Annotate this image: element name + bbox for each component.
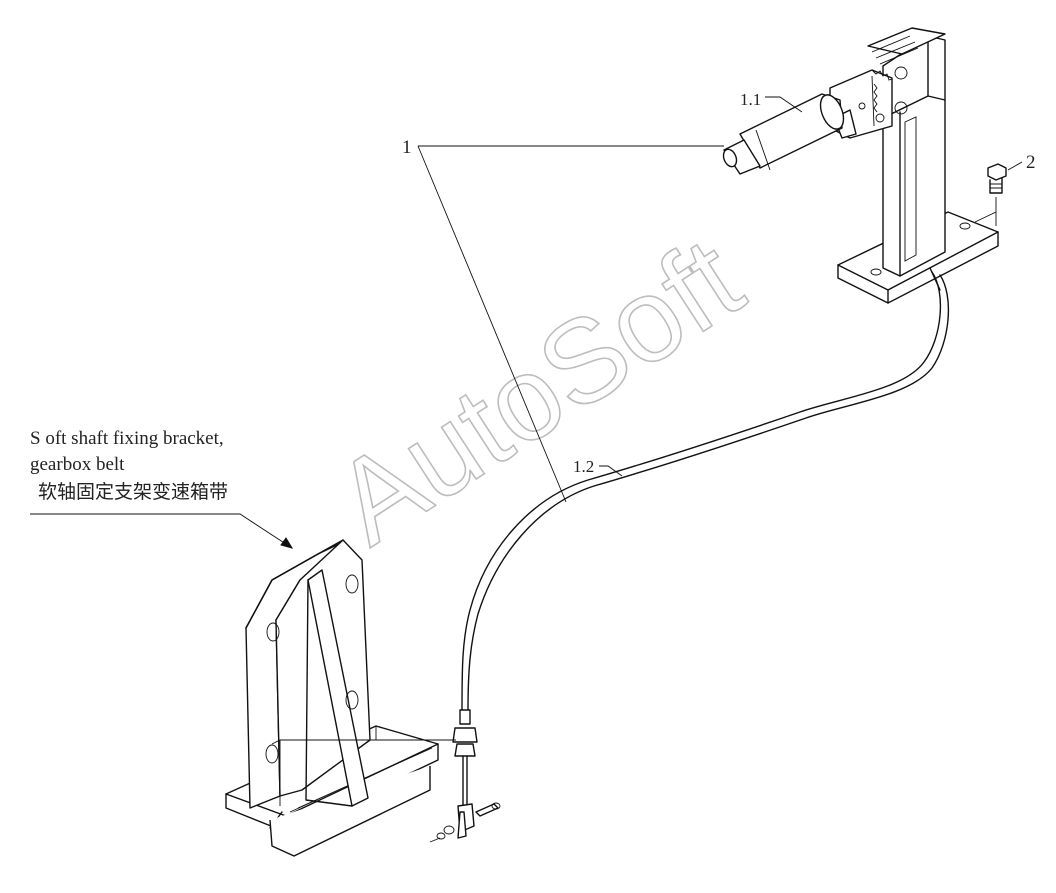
callout-1-1: 1.1: [740, 90, 761, 109]
handbrake-lever-assembly: [722, 27, 999, 304]
bracket-note-line-1: S oft shaft fixing bracket,: [30, 428, 224, 449]
callout-1: 1: [402, 137, 412, 158]
shaft-fixing-bracket: [225, 539, 456, 857]
bolt-part-2: [974, 163, 1007, 226]
leader-lines: [30, 96, 1023, 549]
callout-2: 2: [1026, 152, 1036, 173]
bracket-note-line-2: gearbox belt: [30, 454, 125, 475]
watermark-text: AutoSoft: [312, 213, 764, 570]
callout-1-2: 1.2: [573, 457, 594, 476]
bracket-note-line-3: 软轴固定支架变速箱带: [38, 482, 229, 503]
flexible-shaft-cable: [429, 271, 950, 843]
